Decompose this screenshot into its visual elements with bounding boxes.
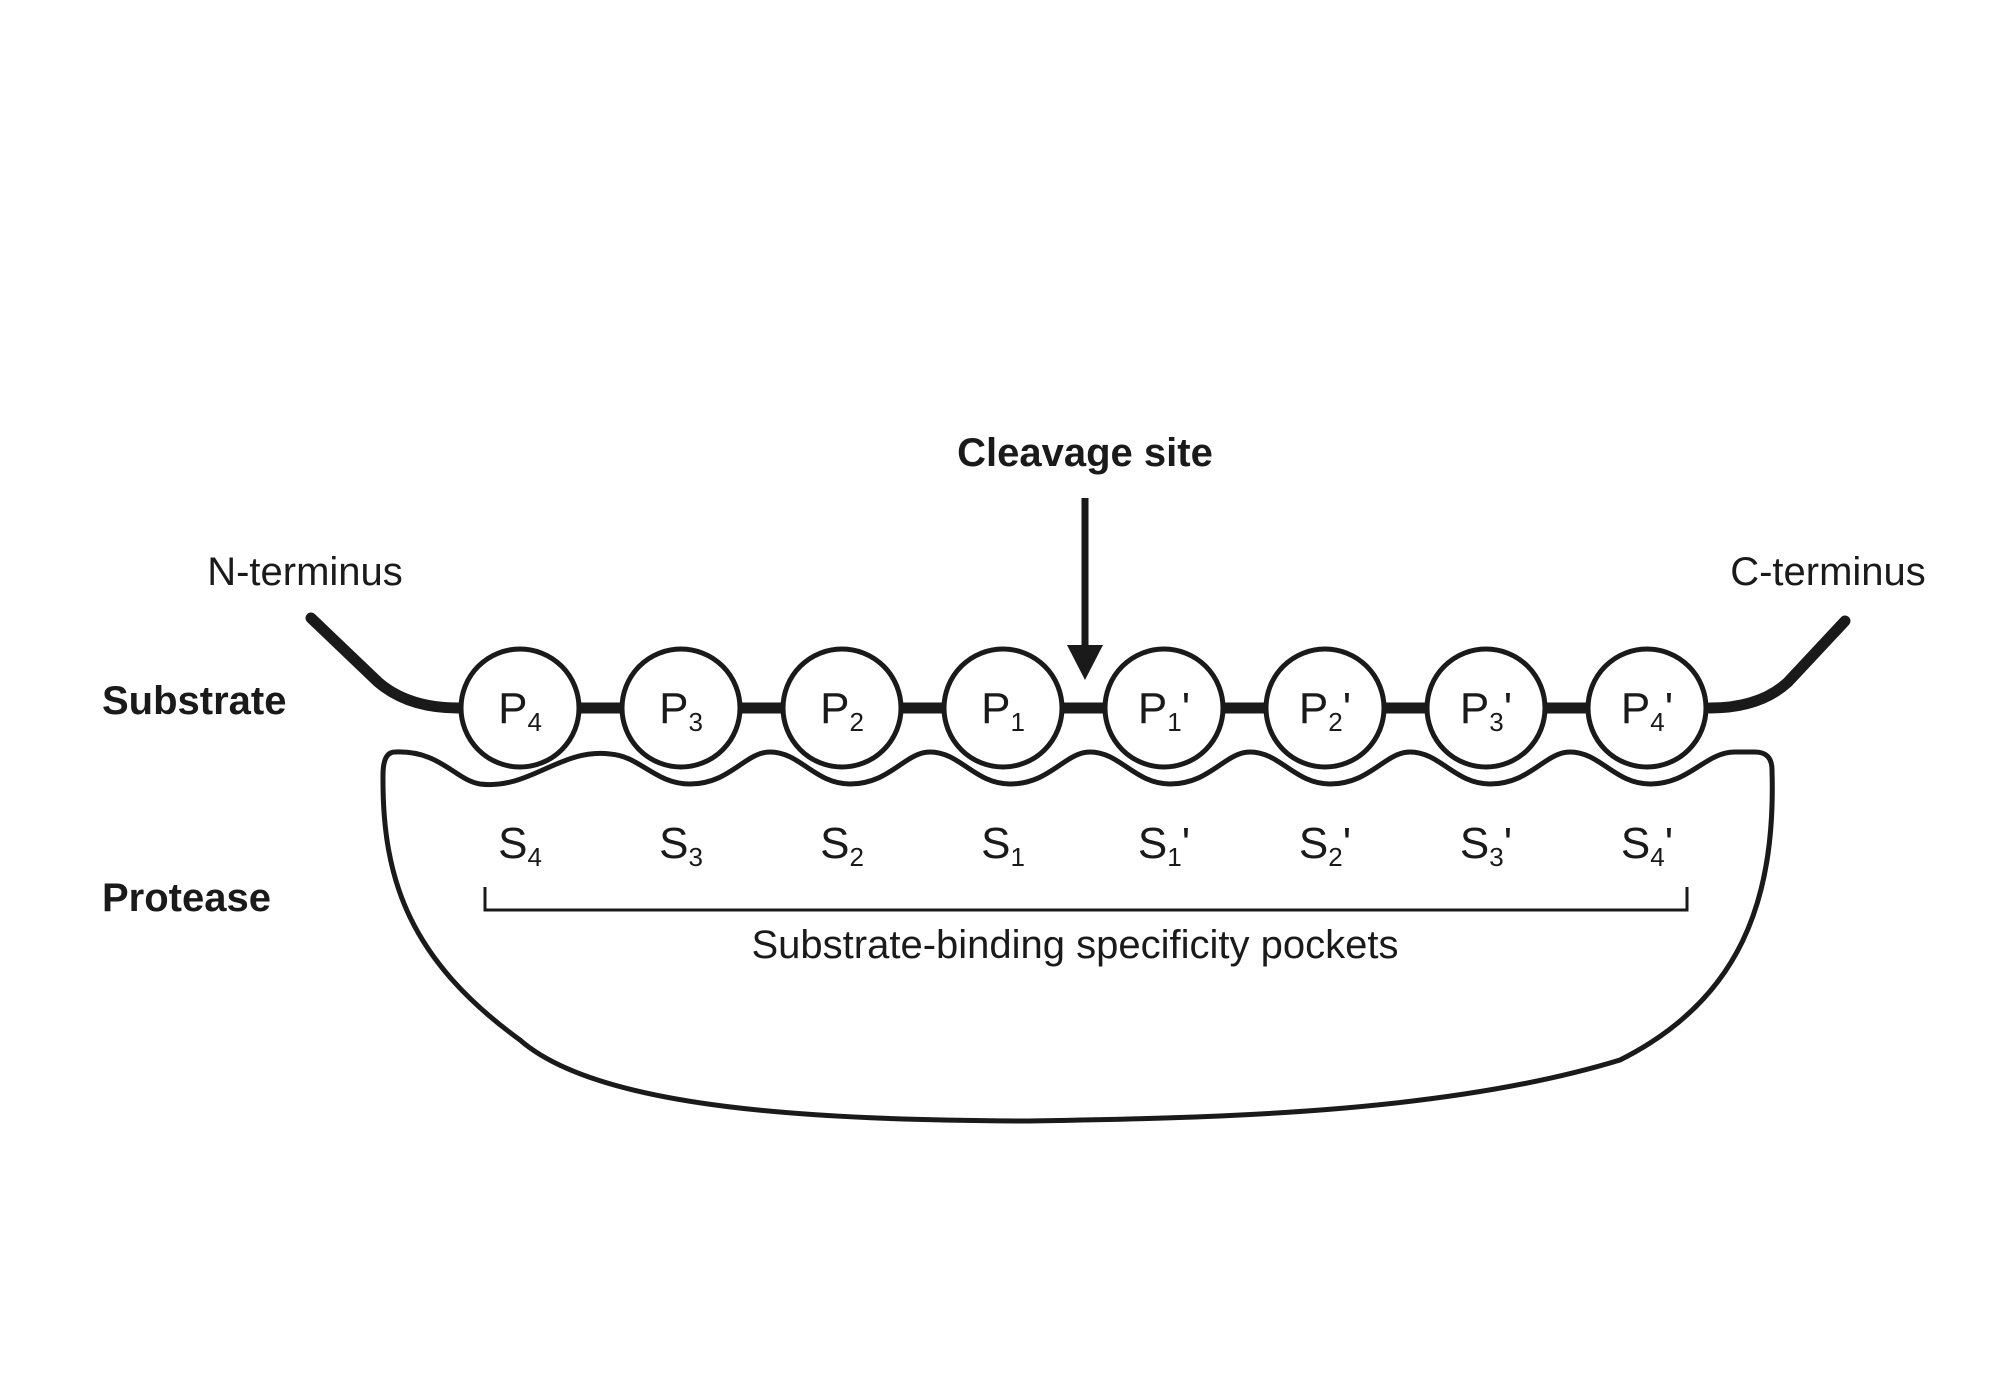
cleavage-site-label: Cleavage site: [957, 431, 1213, 475]
residue: P4: [458, 646, 582, 770]
pockets-bracket: [483, 887, 1689, 912]
residue: P4': [1585, 646, 1709, 770]
pocket-label: S4: [498, 819, 542, 872]
residue-label: P1': [1138, 684, 1190, 737]
residue-circle: [1102, 646, 1226, 770]
pockets-caption: Substrate-binding specificity pockets: [752, 923, 1399, 967]
pocket-label: S1': [1138, 819, 1190, 872]
residue-label: P3: [659, 684, 703, 737]
residue-label: P3': [1460, 684, 1512, 737]
residue-label: P1: [981, 684, 1025, 737]
pocket-label: S3': [1460, 819, 1512, 872]
residue-circle: [1424, 646, 1548, 770]
residue: P2': [1263, 646, 1387, 770]
specificity-pockets: S4 S3 S2 S1 S1' S2' S3' S4': [498, 819, 1673, 872]
pocket-label: S4': [1621, 819, 1673, 872]
n-terminus-label: N-terminus: [207, 550, 403, 594]
residue: P3': [1424, 646, 1548, 770]
residue-circle: [1263, 646, 1387, 770]
residue-label: P4': [1621, 684, 1673, 737]
residue: P1: [941, 646, 1065, 770]
protease-label: Protease: [102, 876, 271, 920]
residue-circle: [941, 646, 1065, 770]
pocket-label: S2: [820, 819, 864, 872]
residue: P1': [1102, 646, 1226, 770]
n-terminal-tail: [305, 612, 464, 714]
residue-circle: [780, 646, 904, 770]
substrate-residues: P4 P3 P2 P1 P1' P2' P3' P4': [458, 646, 1709, 770]
residue: P2: [780, 646, 904, 770]
pocket-label: S1: [981, 819, 1025, 872]
residue-circle: [1585, 646, 1709, 770]
substrate-label: Substrate: [102, 679, 287, 723]
residue-label: P2: [820, 684, 864, 737]
cleavage-arrow-icon: [1067, 498, 1103, 680]
pocket-label: S2': [1299, 819, 1351, 872]
residue: P3: [619, 646, 743, 770]
residue-label: P2': [1299, 684, 1351, 737]
pocket-label: S3: [659, 819, 703, 872]
residue-label: P4: [498, 684, 542, 737]
c-terminus-label: C-terminus: [1730, 550, 1926, 594]
c-terminal-tail: [1704, 615, 1851, 714]
residue-circle: [458, 646, 582, 770]
residue-circle: [619, 646, 743, 770]
protease-body: [380, 749, 1775, 1124]
